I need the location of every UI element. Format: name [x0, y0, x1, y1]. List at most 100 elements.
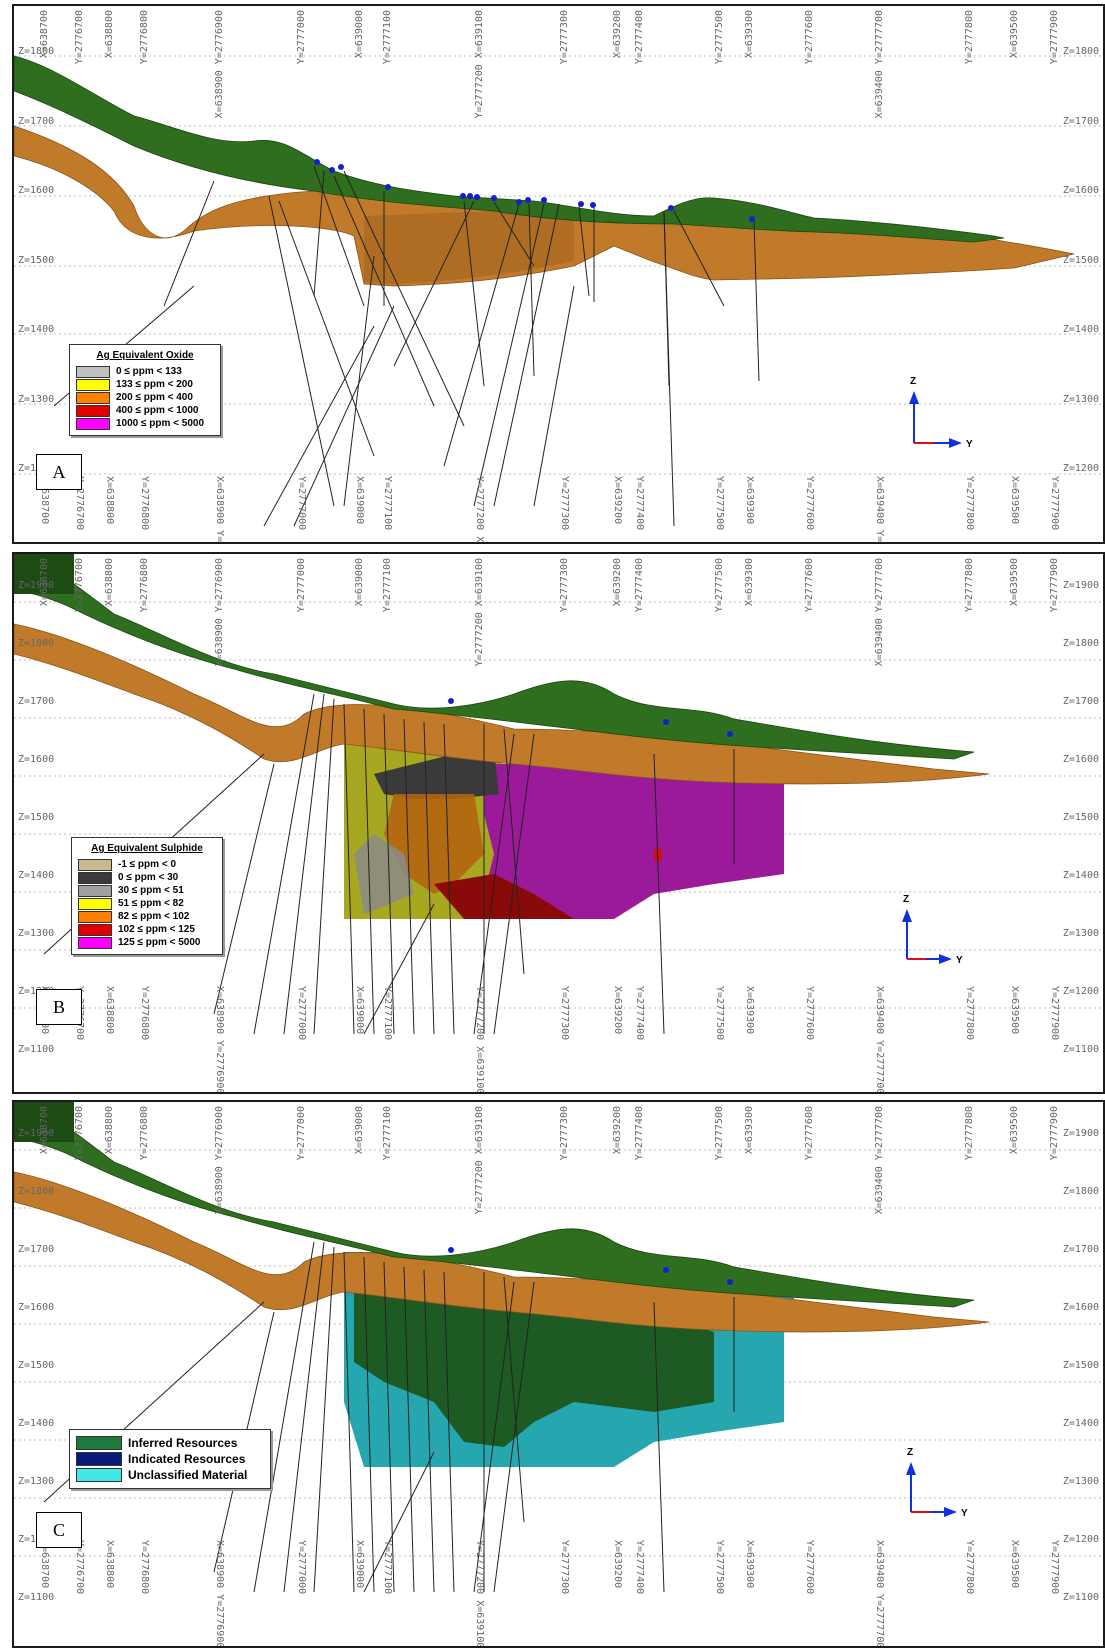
grid-coordinate-label: X=638900 Y=2776900: [214, 476, 225, 544]
grid-coordinate-label: X=638800: [104, 1106, 115, 1155]
legend-item: 51 ≤ ppm < 82: [78, 897, 216, 910]
topography-surface: [14, 554, 975, 760]
grid-coordinate-label: X=639200: [612, 1540, 623, 1589]
grid-coordinate-label: Y=2777500: [714, 986, 725, 1041]
z-level-label: Z=1400: [18, 870, 55, 881]
grid-coordinate-label: X=638900 Y=2776900: [214, 558, 225, 667]
legend-item-label: 125 ≤ ppm < 5000: [118, 937, 201, 948]
z-level-label: Z=1500: [18, 812, 55, 823]
grid-coordinate-label: Y=2777400: [634, 1106, 645, 1161]
legend-item: 133 ≤ ppm < 200: [76, 378, 214, 391]
axis-z-label: Z: [910, 376, 916, 387]
z-level-label: Z=1800: [1062, 638, 1099, 649]
legend-item-label: 102 ≤ ppm < 125: [118, 924, 195, 935]
topography-block: [14, 554, 74, 594]
legend-swatch: [78, 858, 112, 871]
grid-coordinate-label: Y=2777200 X=639100: [474, 10, 485, 119]
grid-coordinate-label: Y=2777400: [634, 558, 645, 613]
legend-item-label: -1 ≤ ppm < 0: [118, 859, 177, 870]
grid-coordinate-label: X=639400 Y=2777700: [874, 476, 885, 544]
z-level-label: Z=1800: [18, 46, 55, 57]
grid-coordinate-label: X=639400 Y=2777700: [874, 1540, 885, 1648]
grid-coordinate-label: Y=2777000: [296, 476, 307, 531]
grid-coordinate-label: Y=2776700: [74, 476, 85, 531]
grid-coordinate-label: Y=2777400: [634, 1540, 645, 1595]
grid-coordinate-label: X=638700: [39, 476, 50, 525]
grid-coordinate-label: X=639300: [744, 1540, 755, 1589]
topography-surface: [14, 1102, 975, 1308]
grid-coordinate-label: Y=2777000: [296, 1106, 307, 1161]
grid-coordinate-label: Y=2777900: [1049, 10, 1060, 65]
collars: [448, 1247, 733, 1285]
grid-coordinate-label: Y=2777000: [296, 986, 307, 1041]
grid-coordinate-label: Y=2777000: [296, 10, 307, 65]
axis-z-label: Z: [907, 1447, 913, 1458]
grid-coordinate-label: Y=2777800: [964, 476, 975, 531]
z-level-label: Z=1600: [18, 754, 55, 765]
grid-coordinate-label: X=639500: [1009, 1106, 1020, 1155]
z-level-label: Z=1500: [1062, 254, 1099, 266]
grid-coordinate-label: Y=2777600: [804, 1540, 815, 1595]
grid-coordinate-label: Y=2777900: [1049, 986, 1060, 1041]
oxide-surface: [14, 1171, 990, 1333]
grid-coordinate-label: X=638700: [39, 10, 50, 59]
oxide-surface: [14, 125, 1075, 287]
grid-coordinate-label: Y=2777900: [1049, 558, 1060, 613]
grid-coordinate-label: X=639400 Y=2777700: [874, 1106, 885, 1215]
grid-coordinate-label: Y=2776800: [139, 1540, 150, 1595]
grid-coordinate-label: Y=2777300: [559, 1540, 570, 1595]
axis-triad-c: Z Y: [906, 1447, 968, 1519]
panel-label-a: A: [36, 454, 82, 490]
grid-coordinate-label: Y=2777900: [1049, 1106, 1060, 1161]
z-level-label: Z=1200: [1062, 1534, 1099, 1545]
legend-item: 0 ≤ ppm < 133: [76, 365, 214, 378]
z-level-label: Z=1200: [1062, 463, 1099, 474]
legend-item-label: 51 ≤ ppm < 82: [118, 898, 184, 909]
grid-coordinate-label: Y=2777300: [559, 476, 570, 531]
grid-coordinate-label: Y=2777600: [804, 986, 815, 1041]
grid-coordinate-label: Y=2777400: [634, 476, 645, 531]
panel-label-c: C: [36, 1512, 82, 1548]
z-level-label: Z=1200: [1062, 986, 1099, 997]
z-level-label: Z=1900: [1062, 580, 1099, 591]
z-level-label: Z=1800: [1062, 1186, 1099, 1197]
grid-coordinate-label: Y=2777800: [964, 1106, 975, 1161]
drillholes: [53, 165, 760, 527]
collars: [314, 159, 755, 222]
grid-coordinate-label: Y=2777000: [296, 1540, 307, 1595]
z-level-label: Z=1400: [1062, 324, 1099, 335]
z-level-label: Z=1600: [18, 1302, 55, 1313]
grid-coordinate-label: X=639000: [354, 476, 365, 525]
grid-coordinate-label: X=639500: [1009, 558, 1020, 607]
z-level-label: Z=1400: [1062, 870, 1099, 881]
grid-coordinate-label: Y=2777200 X=639100: [474, 986, 485, 1094]
grid-coordinate-label: Y=2777100: [382, 10, 393, 65]
z-level-label: Z=1300: [1062, 393, 1099, 405]
grid-coordinate-label: Y=2777900: [1049, 476, 1060, 531]
grid-coordinate-label: X=639300: [744, 558, 755, 607]
legend-item-label: Inferred Resources: [128, 1436, 238, 1450]
grid-coordinate-label: X=639400 Y=2777700: [874, 986, 885, 1094]
z-level-label: Z=1500: [18, 254, 55, 266]
legend-item: 125 ≤ ppm < 5000: [78, 936, 216, 949]
axis-z-label: Z: [903, 894, 909, 905]
grid-coordinate-label: X=639000: [354, 10, 365, 59]
grid-coordinate-label: X=638800: [104, 1540, 115, 1589]
axis-y-label: Y: [961, 1508, 968, 1519]
grid-coordinate-label: X=639000: [354, 558, 365, 607]
legend-swatch: [78, 923, 112, 936]
z-level-label: Z=1300: [1062, 928, 1099, 939]
grid-coordinate-label: X=639000: [354, 986, 365, 1035]
grid-coordinate-label: X=639500: [1009, 1540, 1020, 1589]
z-level-label: Z=1100: [1062, 1044, 1099, 1055]
grid-coordinate-label: X=639500: [1009, 10, 1020, 59]
legend-swatch: [76, 1436, 122, 1450]
z-level-label: Z=1600: [18, 185, 55, 196]
sulphide-block-model: [344, 729, 784, 919]
grid-coordinate-label: Y=2777300: [559, 986, 570, 1041]
grid-coordinate-label: X=639200: [612, 1106, 623, 1155]
